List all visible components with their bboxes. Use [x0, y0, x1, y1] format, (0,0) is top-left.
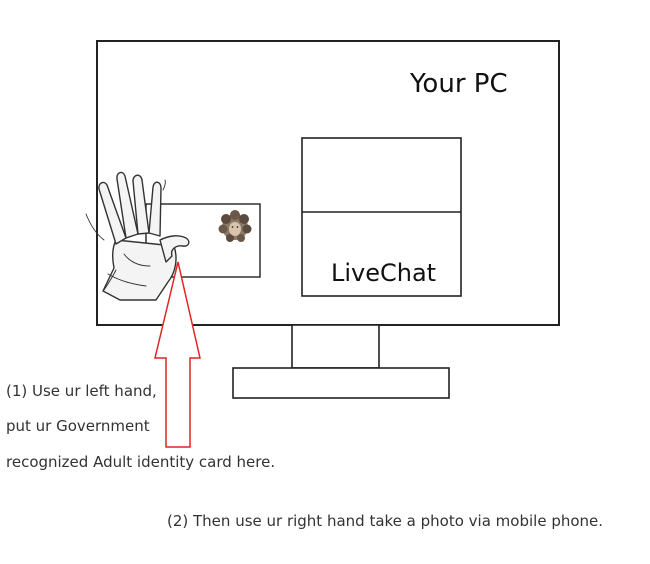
curly-hair-face-icon: [218, 210, 252, 242]
livechat-label: LiveChat: [331, 259, 436, 287]
step1-line2: put ur Government: [6, 417, 150, 435]
up-arrow: [154, 261, 201, 448]
monitor-title: Your PC: [409, 69, 508, 99]
monitor-base: [232, 367, 450, 399]
step1-line3: recognized Adult identity card here.: [6, 453, 275, 471]
step2-text: (2) Then use ur right hand take a photo …: [167, 512, 603, 530]
left-hand-icon: [85, 171, 190, 301]
livechat-window: [301, 137, 462, 297]
monitor-neck: [291, 324, 380, 369]
step1-line1: (1) Use ur left hand,: [6, 382, 157, 400]
